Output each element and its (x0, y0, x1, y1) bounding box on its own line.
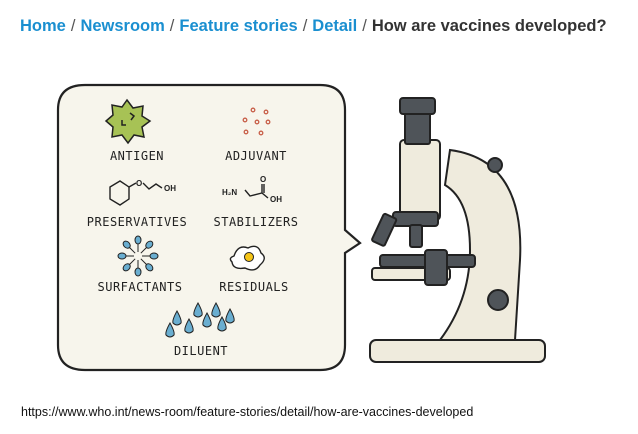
breadcrumb-home[interactable]: Home (20, 17, 66, 35)
surfactant-tail (129, 247, 136, 254)
surfactant-head (149, 252, 159, 260)
chem-oh2: OH (270, 195, 282, 204)
breadcrumb: Home/Newsroom/Feature stories/Detail/How… (20, 17, 607, 36)
preservative-molecule-icon (109, 180, 163, 206)
droplet (193, 301, 203, 318)
droplet (211, 301, 221, 318)
droplet (165, 321, 175, 338)
droplet (172, 309, 182, 326)
separator: / (362, 17, 367, 35)
droplet (225, 307, 235, 324)
droplet (202, 311, 212, 328)
speech-bubble (56, 83, 362, 372)
surfactant-head (117, 252, 127, 260)
droplet (184, 317, 194, 334)
droplets-icon (165, 301, 235, 338)
label-antigen: ANTIGEN (110, 149, 164, 163)
chem-o: O (136, 179, 142, 188)
stabilizer-molecule-icon (244, 184, 269, 199)
fried-egg-icon (229, 245, 265, 271)
source-url: https://www.who.int/news-room/feature-st… (21, 405, 474, 419)
breadcrumb-current: How are vaccines developed? (371, 17, 607, 35)
separator: / (302, 17, 308, 35)
chem-o2: O (260, 175, 266, 184)
chem-oh: OH (164, 184, 176, 193)
surfactant-icon (117, 235, 159, 277)
separator: / (169, 17, 175, 35)
label-surfactants: SURFACTANTS (98, 280, 183, 294)
breadcrumb-feature-stories[interactable]: Feature stories (179, 17, 298, 35)
adjuvant-icon (242, 107, 271, 136)
label-adjuvant: ADJUVANT (225, 149, 287, 163)
chem-h2n: H₂N (222, 188, 237, 197)
label-preservatives: PRESERVATIVES (87, 215, 187, 229)
surfactant-tail (140, 247, 147, 254)
surfactant-head (145, 263, 154, 272)
surfactant-head (122, 263, 131, 272)
surfactant-head (134, 267, 142, 277)
droplet (217, 315, 227, 332)
separator: / (70, 17, 76, 35)
surfactant-head (134, 235, 142, 245)
breadcrumb-newsroom[interactable]: Newsroom (80, 17, 165, 35)
microscope-illustration (369, 97, 546, 363)
label-residuals: RESIDUALS (219, 280, 289, 294)
surfactant-head (145, 240, 154, 249)
surfactant-tail (140, 258, 147, 265)
breadcrumb-detail[interactable]: Detail (312, 17, 358, 35)
vaccine-ingredients-illustration: ANTIGEN ADJUVANT O OH PRESERVATIVES H₂N … (56, 83, 546, 372)
surfactant-head (122, 240, 131, 249)
antigen-icon (104, 98, 152, 145)
surfactant-tail (129, 258, 136, 265)
label-diluent: DILUENT (174, 344, 228, 358)
label-stabilizers: STABILIZERS (214, 215, 299, 229)
